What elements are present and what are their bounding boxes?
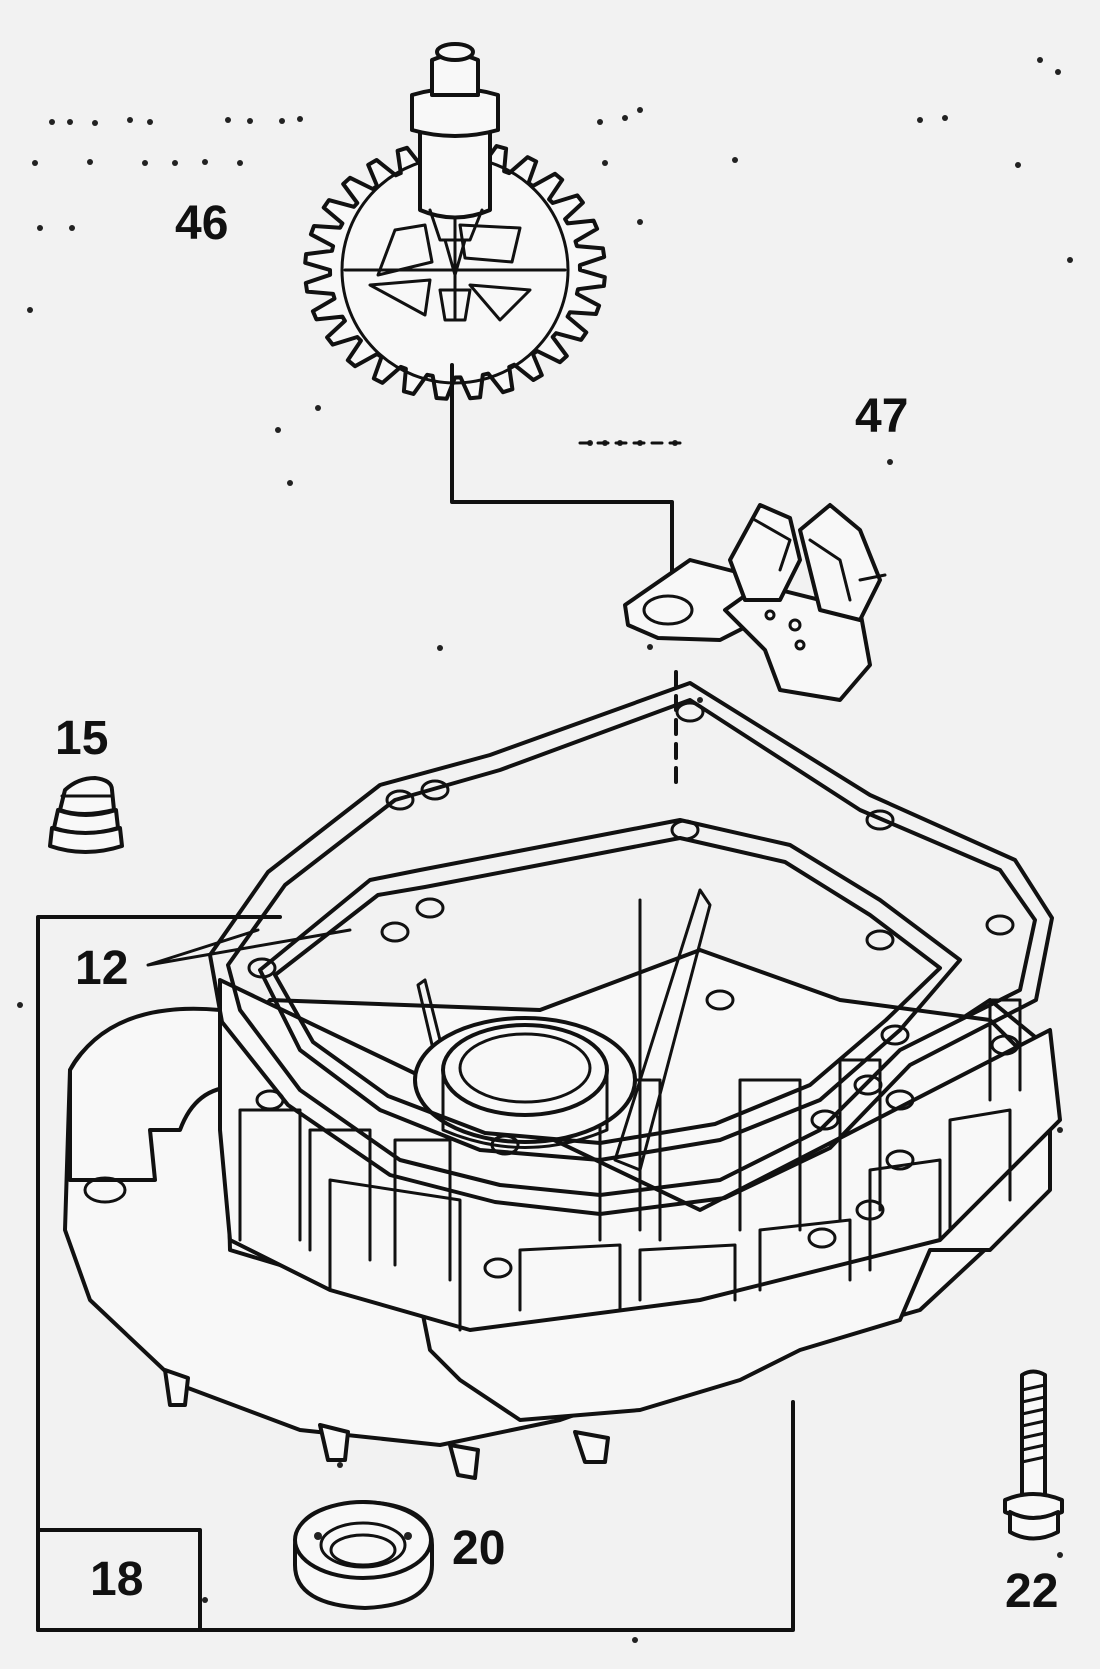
leader-line	[450, 363, 678, 792]
assembly-bracket	[36, 915, 795, 1632]
gear-with-shaft	[303, 42, 607, 401]
leader-12	[146, 928, 352, 967]
callout-18: 18	[90, 1553, 144, 1606]
callout-20: 20	[452, 1522, 506, 1575]
callout-12: 12	[75, 942, 129, 995]
governor-bracket	[623, 503, 887, 702]
oil-seal	[293, 1500, 434, 1610]
callout-15: 15	[55, 712, 109, 765]
central-boss	[413, 1016, 637, 1149]
bolt	[1003, 1369, 1064, 1541]
crankcase-cover	[63, 681, 1062, 1480]
plug	[48, 776, 124, 854]
callout-46: 46	[175, 197, 229, 250]
callout-47: 47	[855, 390, 909, 443]
callout-22: 22	[1005, 1565, 1059, 1618]
